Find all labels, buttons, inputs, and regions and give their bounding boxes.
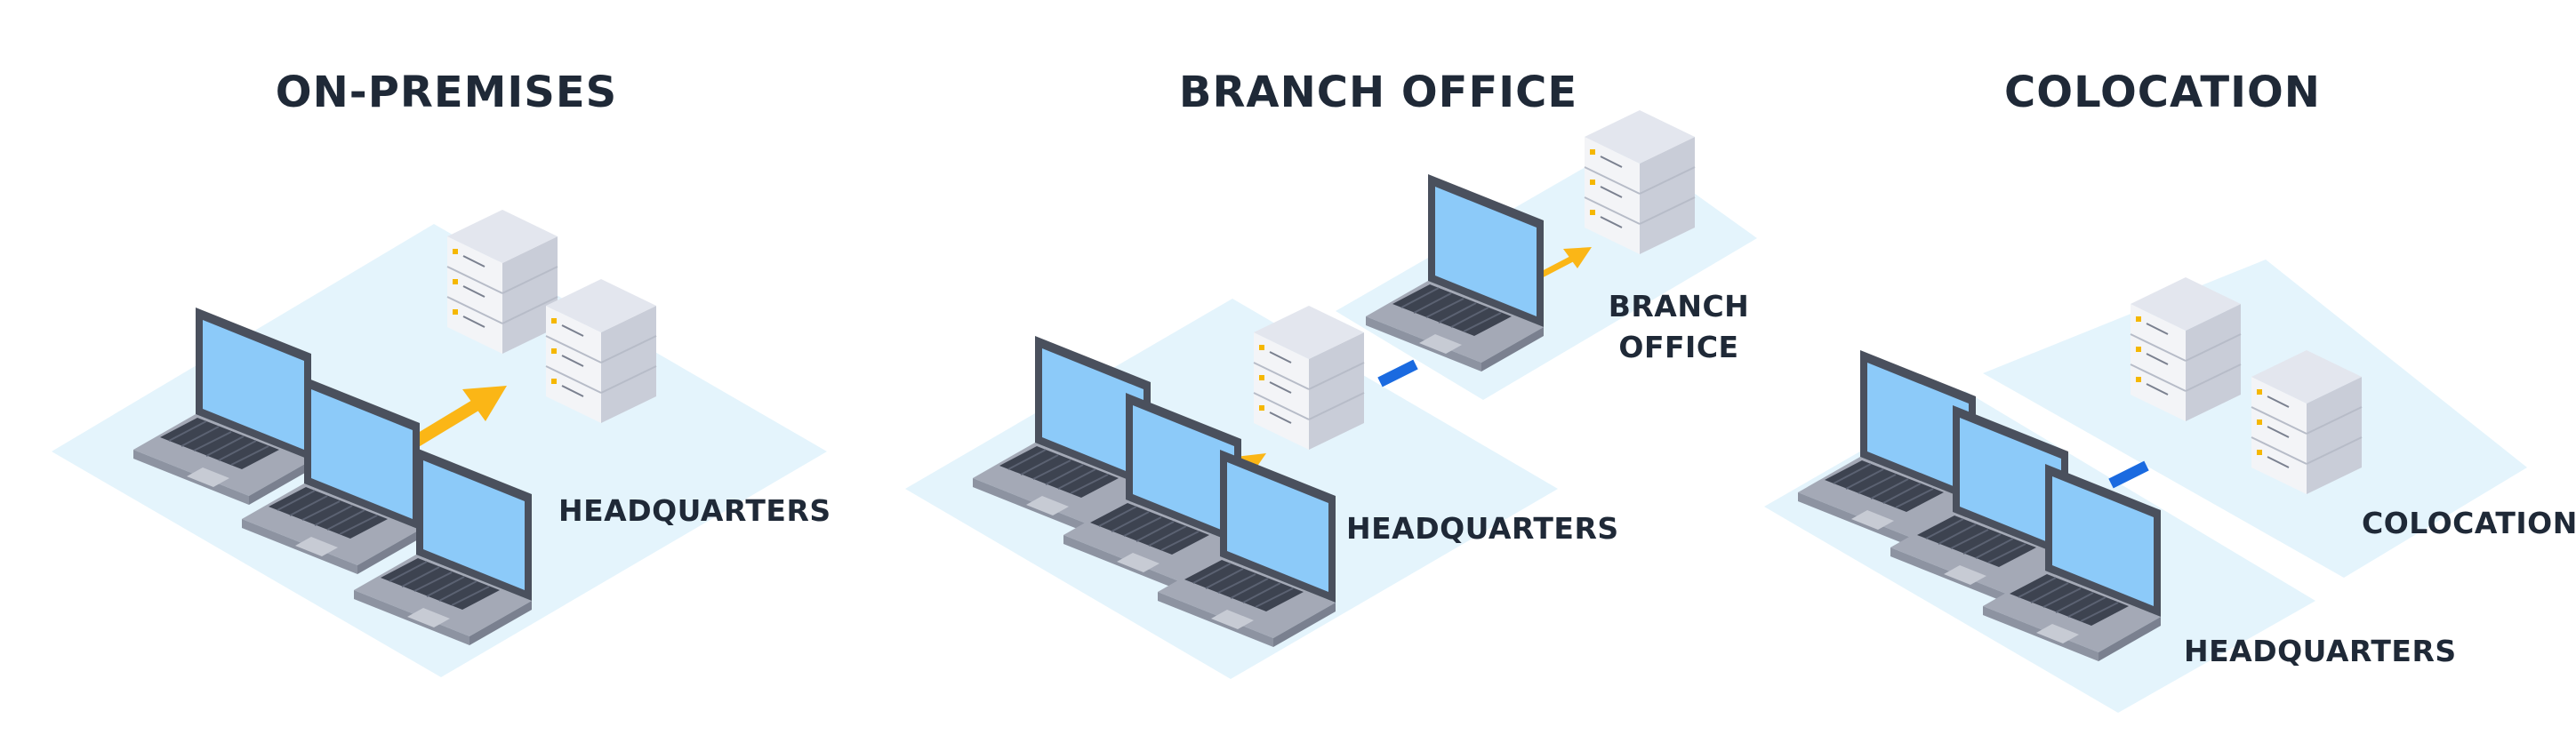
panel-title: BRANCH OFFICE: [1179, 68, 1577, 117]
panel-on-premises: ON-PREMISES HEADQUARTERS: [52, 68, 831, 677]
server-icon: [2251, 349, 2363, 495]
label-headquarters: HEADQUARTERS: [1346, 511, 1619, 546]
link-icon: [2108, 460, 2149, 489]
label-office: OFFICE: [1618, 330, 1738, 364]
panel-title: COLOCATION: [2004, 68, 2321, 117]
server-icon: [1253, 305, 1365, 451]
panel-branch-office: BRANCH OFFICE BRANCH OFFICE HEADQUARTERS: [905, 68, 1757, 679]
panel-title: ON-PREMISES: [276, 68, 617, 117]
server-icon: [1584, 109, 1696, 255]
server-icon: [446, 209, 558, 355]
label-branch: BRANCH: [1609, 289, 1750, 324]
link-icon: [1377, 359, 1418, 387]
label-headquarters: HEADQUARTERS: [558, 493, 831, 528]
arrow-icon: [405, 386, 507, 451]
label-colocation: COLOCATION: [2362, 506, 2576, 540]
server-icon: [545, 278, 657, 424]
panel-colocation: COLOCATION COLOCATION HEADQUARTERS: [1764, 68, 2576, 713]
label-headquarters: HEADQUARTERS: [2184, 634, 2457, 668]
server-icon: [2130, 276, 2242, 422]
